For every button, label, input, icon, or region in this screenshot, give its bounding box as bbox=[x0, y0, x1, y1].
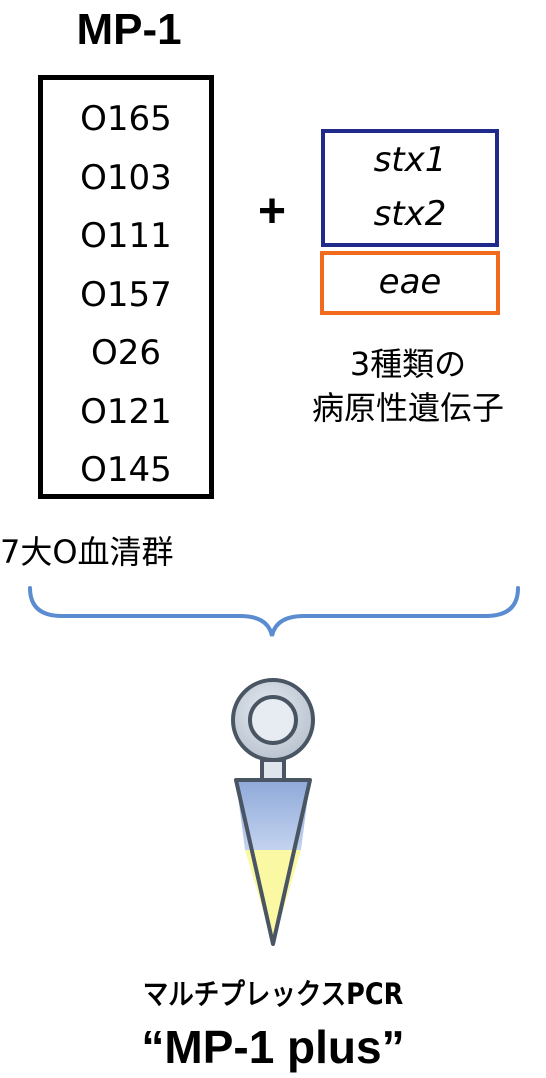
pcr-tube-icon bbox=[231, 678, 315, 946]
virulence-gene-caption-line2: 病原性遺伝子 bbox=[311, 389, 504, 427]
serogroup-list: O165 O103 O111 O157 O26 O121 O145 bbox=[43, 90, 209, 500]
stx1-gene-label: stx1 bbox=[373, 140, 447, 180]
tube-hinge bbox=[260, 758, 286, 782]
multiplex-pcr-label: マルチプレックスPCR bbox=[142, 977, 404, 1011]
plus-sign: + bbox=[257, 185, 287, 238]
serogroup-box: O165 O103 O111 O157 O26 O121 O145 bbox=[38, 75, 214, 499]
curly-brace bbox=[28, 586, 520, 637]
serogroup-caption: 7大O血清群 bbox=[0, 533, 174, 571]
serogroup-item: O103 bbox=[80, 157, 172, 198]
virulence-gene-caption-line1: 3種類の bbox=[349, 345, 467, 383]
tube-cap-center bbox=[248, 695, 298, 745]
serogroup-item: O145 bbox=[80, 450, 172, 490]
serogroup-item: O165 bbox=[80, 99, 172, 139]
stx2-gene-label: stx2 bbox=[373, 194, 447, 234]
diagram-title: MP-1 bbox=[76, 5, 182, 54]
tube-body-blue bbox=[236, 780, 310, 850]
serogroup-item: O26 bbox=[90, 333, 162, 373]
serogroup-item: O121 bbox=[80, 391, 172, 432]
virulence-gene-caption: 3種類の 病原性遺伝子 bbox=[270, 342, 546, 430]
serogroup-item: O111 bbox=[80, 216, 172, 256]
serogroup-item: O157 bbox=[80, 274, 172, 315]
product-name: “MP-1 plus” bbox=[141, 1021, 405, 1073]
eae-gene-box: eae bbox=[320, 251, 500, 315]
tube-outline bbox=[234, 778, 312, 946]
stx-gene-box: stx1 stx2 bbox=[321, 129, 499, 247]
